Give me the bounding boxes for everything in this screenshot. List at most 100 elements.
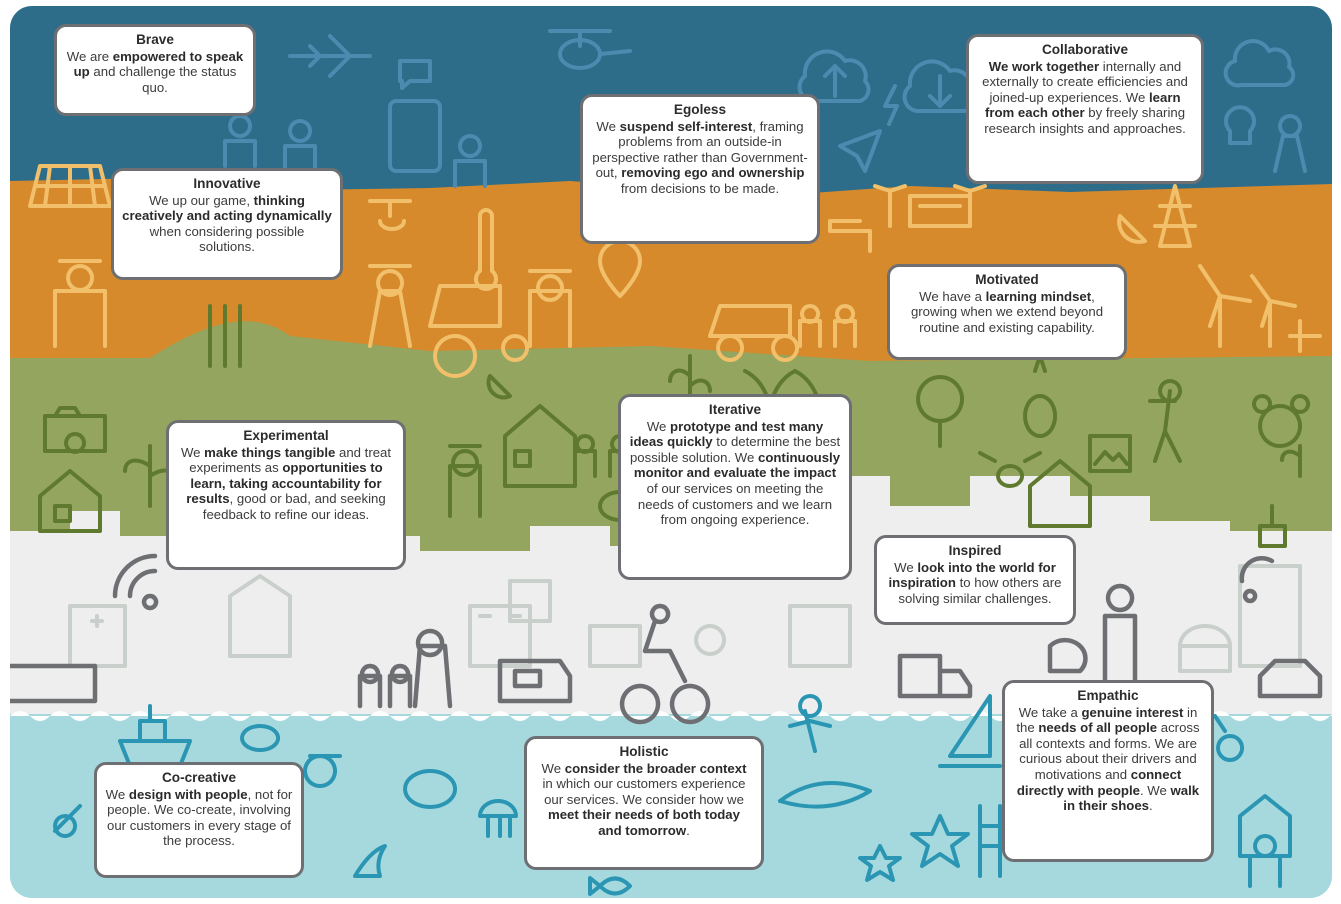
body-text: in which our customers experience our se… [542,776,746,807]
fish-icon [588,876,632,896]
value-title: Empathic [1077,688,1139,703]
wind-turbine-icon [1198,264,1252,348]
sailboat-icon [938,694,1002,768]
body-text: and challenge the status quo. [89,64,237,95]
surfer-icon [778,694,872,809]
family-icon [573,434,632,478]
farmer-icon [368,264,412,348]
value-title: Innovative [193,176,261,191]
emphasis-text: needs of all people [1038,720,1158,736]
value-card-collaborative: Collaborative We work together internall… [966,34,1204,184]
body-text: We are [66,48,113,64]
person-icon [1273,114,1307,173]
body-text: to how others are solving similar challe… [898,575,1062,606]
body-text: across all contexts and forms. We are cu… [1019,720,1200,782]
wind-turbine-icon [1250,274,1297,348]
jellyfish-icon [478,799,518,838]
body-text: We have a [919,288,986,304]
snorkeler-icon [303,754,342,788]
tennis-racket-icon [1213,714,1245,762]
body-text: . We [1139,782,1171,798]
van-icon [497,658,573,704]
value-card-holistic: Holistic We consider the broader context… [524,736,764,870]
turtle-icon [240,724,281,752]
house-icon [38,469,102,533]
value-description: We are empowered to speak up and challen… [65,49,245,96]
emphasis-text: genuine interest [1081,704,1184,720]
value-title: Iterative [708,402,762,417]
helicopter-icon [548,29,632,70]
value-description: We work together internally and external… [977,59,1193,137]
satellite-dish-icon [1117,214,1147,244]
person-icon [223,114,257,168]
hiker-icon [1148,379,1183,463]
lifeguard-tower-icon [1238,794,1292,888]
building-icon [228,574,292,658]
value-title: Collaborative [1041,42,1129,57]
body-text: and treat experiments as [189,444,392,476]
shovel-icon [1258,504,1287,548]
lightning-icon [883,84,899,126]
drone-icon [368,199,412,231]
emphasis-text: removing ego and ownership [621,165,805,181]
emphasis-text: continuously monitor and evaluate the im… [633,449,841,481]
body-text: We [180,444,205,460]
body-text: in the [1016,704,1198,736]
body-text: , growing when we extend beyond routine … [910,288,1104,335]
value-description: We make things tangible and treat experi… [177,445,395,523]
value-title: Holistic [619,744,669,759]
value-description: We look into the world for inspiration t… [885,560,1065,607]
plant-icon [1280,444,1302,478]
tractor-icon [428,284,530,378]
plug-icon [1288,319,1322,353]
hospital-icon [68,604,127,668]
body-text: when considering possible solutions. [149,223,305,255]
value-description: We up our game, thinking creatively and … [122,193,332,255]
blimp-icon [403,769,457,809]
ladder-icon [978,804,1002,878]
value-title: Motivated [975,272,1039,287]
house-icon [1028,459,1092,528]
body-text: We up our game, [149,192,254,208]
emphasis-text: opportunities to learn, taking accountab… [186,460,383,507]
person-icon [1102,583,1138,699]
tree-icon [916,375,965,448]
spider-icon [978,451,1042,488]
emphasis-text: walk in their shoes [1063,782,1200,814]
body-text: . [686,822,690,838]
location-pin-icon [598,239,642,298]
value-title: Egoless [673,102,727,117]
value-card-iterative: Iterative We prototype and test many ide… [618,394,852,580]
body-text: , not for people. We co-create, involvin… [107,786,293,849]
cloud-icon [1223,39,1296,88]
body-text: to determine the best possible solution.… [629,434,841,465]
value-title: Co-creative [161,770,237,785]
family-icon [357,628,453,709]
emphasis-text: consider the broader context [564,760,747,776]
emphasis-text: empowered to speak up [73,48,244,80]
farmer-icon [53,259,107,348]
water-tap-icon [828,219,872,253]
chat-bubble-icon [398,59,432,90]
value-card-motivated: Motivated We have a learning mindset, gr… [887,264,1127,360]
value-description: We suspend self-interest, framing proble… [591,119,809,197]
emphasis-text: We work together [988,58,1100,74]
car-icon [1257,658,1323,699]
value-description: We consider the broader context in which… [535,761,753,839]
shark-fin-icon [353,844,387,878]
emphasis-text: learn from each other [984,89,1181,121]
airplane-icon [288,34,372,78]
emphasis-text: design with people [128,786,248,802]
emphasis-text: thinking creatively and acting dynamical… [122,192,332,224]
value-title: Experimental [243,428,329,443]
picture-frame-icon [1088,434,1132,473]
body-text: by freely sharing research insights and … [984,105,1186,136]
emphasis-text: look into the world for inspiration [888,559,1056,591]
tractor-icon [708,304,800,362]
value-card-egoless: Egoless We suspend self-interest, framin… [580,94,820,244]
building-icon [788,604,852,668]
tablet-icon [388,99,442,173]
tower-icon [208,304,242,368]
value-description: We design with people, not for people. W… [105,787,293,849]
value-title: Brave [136,32,174,47]
